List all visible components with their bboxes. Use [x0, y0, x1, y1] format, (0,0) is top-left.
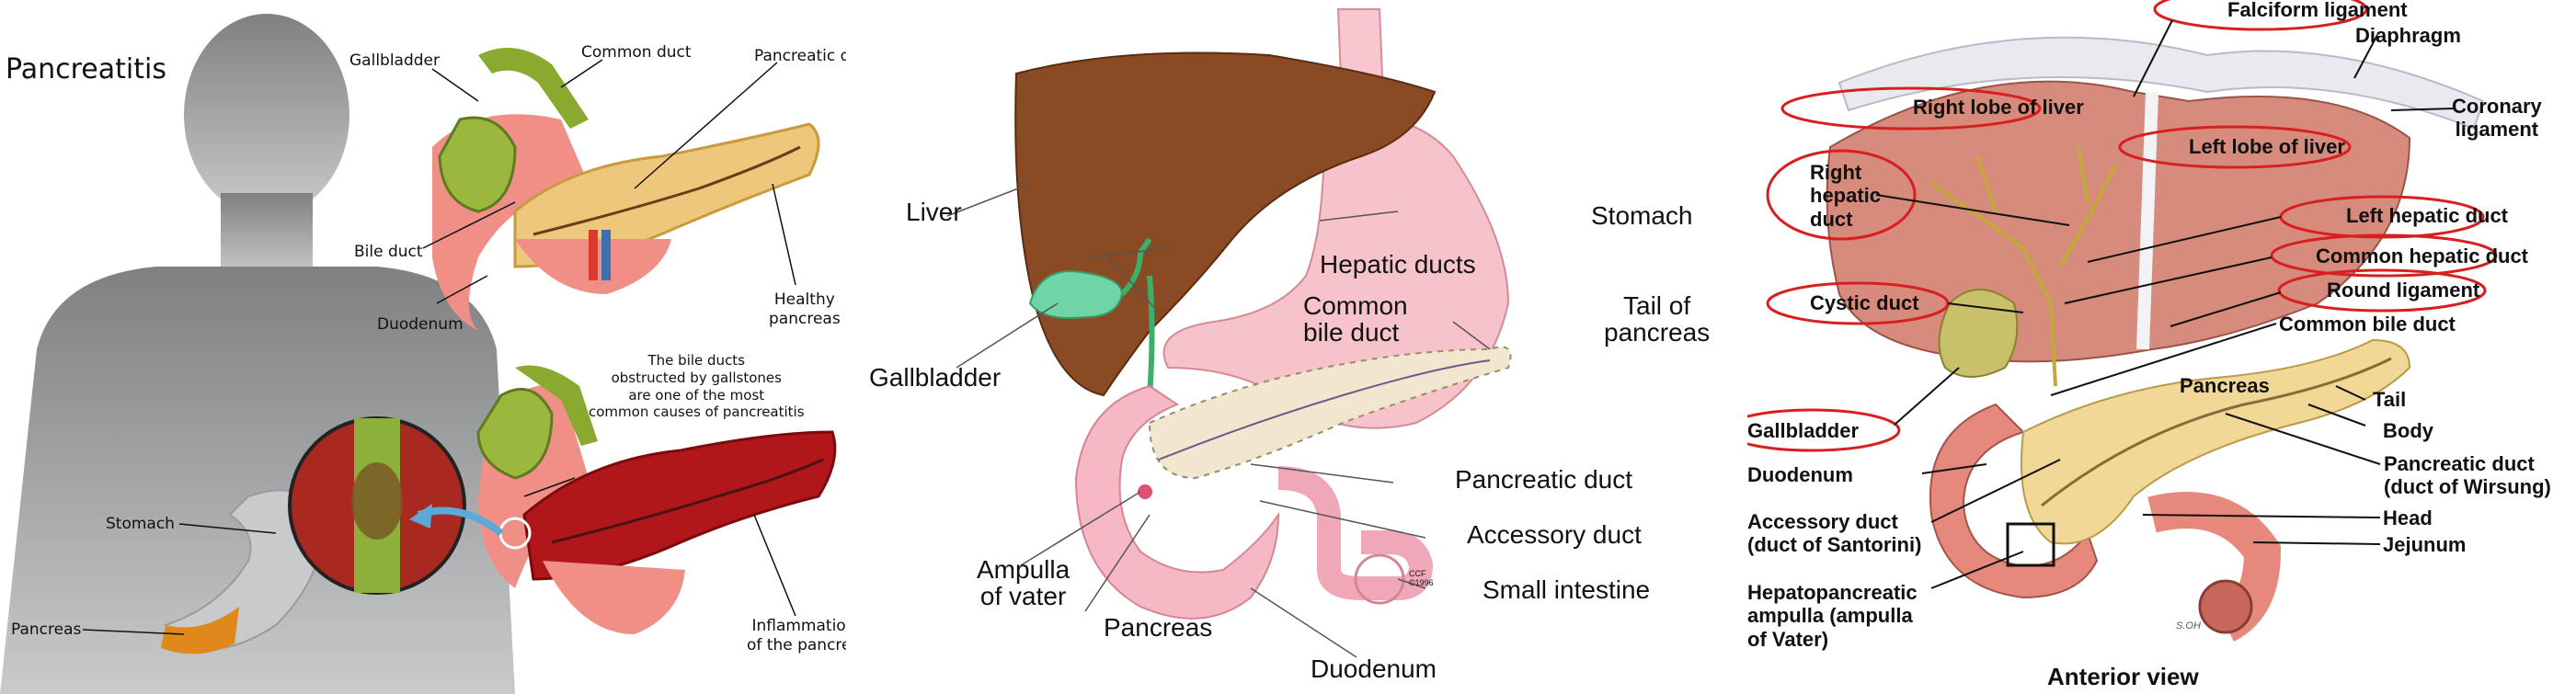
label-accessory-duct: Accessory duct (duct of Santorini) [1747, 510, 1922, 557]
label-common-bile-duct: Common bile duct [1303, 291, 1408, 347]
copyright-mark: CCF ©1996 [1409, 569, 1434, 587]
label-gallbladder: Gallbladder [869, 363, 1002, 392]
label-jejunum: Jejunum [2383, 533, 2467, 556]
label-left-lobe-of-liver: Left lobe of liver [2189, 135, 2345, 158]
magnified-gallstone-inset [288, 416, 532, 595]
label-gallbladder: Gallbladder [349, 51, 440, 70]
label-duodenum: Duodenum [1311, 654, 1437, 683]
small-intestine [1277, 466, 1434, 600]
label-bile-duct: Bile duct [354, 243, 423, 261]
label-accessory-duct: Accessory duct [1467, 520, 1642, 549]
biliary-tree [1929, 146, 2117, 387]
pancreatitis-artwork [0, 14, 837, 694]
anatomy-artwork [946, 8, 1512, 658]
label-small-intestine: Small intestine [1483, 575, 1651, 604]
panel2-leader-lines [946, 183, 1491, 658]
duodenum [1074, 384, 1280, 620]
label-hepatic-ducts: Hepatic ducts [1320, 250, 1476, 279]
label-cystic-duct: Cystic duct [1810, 291, 1919, 314]
panel3-leader-lines [1875, 19, 2456, 589]
label-common-hepatic-duct: Common hepatic duct [2316, 245, 2529, 267]
label-right-lobe-of-liver: Right lobe of liver [1913, 96, 2084, 119]
label-diaphragm: Diaphragm [2355, 24, 2461, 47]
label-inflammation: Inflammation of the pancrea [747, 617, 846, 655]
label-right-hepatic-duct: Right hepatic duct [1810, 161, 1882, 231]
label-healthy-pancreas: Healthy pancreas [769, 290, 841, 329]
label-pancreas: Pancreas [11, 620, 82, 639]
label-falciform-ligament: Falciform ligament [2227, 0, 2408, 21]
label-liver: Liver [906, 198, 962, 226]
ampulla-box [2006, 522, 2055, 567]
label-head: Head [2383, 506, 2433, 529]
page-title: Pancreatitis [6, 53, 166, 85]
label-tail-of-pancreas: Tail of pancreas [1604, 291, 1711, 347]
pancreas [2021, 338, 2411, 545]
label-coronary-ligament: Coronary ligament [2452, 95, 2542, 142]
highlight-ovals [1747, 0, 2498, 452]
label-round-ligament: Round ligament [2327, 279, 2480, 301]
pancreas [1148, 346, 1512, 480]
label-stomach: Stomach [1591, 201, 1693, 230]
label-pancreatic-duct: Pancreatic duct [1455, 465, 1632, 494]
gallbladder [1938, 289, 2019, 378]
inflamed-organs [476, 365, 837, 634]
pancreatitis-illustration: Pancreatitis Gallbladder Common duct Pan… [0, 0, 846, 694]
label-ampulla-of-vater: Ampulla of vater [977, 555, 1070, 611]
label-common-bile-duct: Common bile duct [2279, 313, 2456, 336]
view-caption: Anterior view [2047, 663, 2199, 690]
healthy-organs [432, 48, 820, 332]
label-tail: Tail [2373, 388, 2407, 411]
falciform-ligament [2136, 91, 2158, 350]
label-gallbladder: Gallbladder [1747, 419, 1860, 442]
liver [1014, 51, 1437, 397]
diaphragm [1838, 36, 2485, 131]
label-pancreas: Pancreas [1104, 613, 1213, 642]
label-duodenum: Duodenum [377, 315, 464, 334]
panel1-leader-lines [82, 59, 796, 635]
label-left-hepatic-duct: Left hepatic duct [2346, 204, 2509, 227]
label-stomach: Stomach [106, 515, 175, 533]
ampulla [1138, 484, 1152, 499]
anterior-view-artwork [1747, 0, 2498, 642]
label-body: Body [2383, 419, 2433, 442]
label-hepatopancreatic-ampulla: Hepatopancreatic ampulla (ampulla of Vat… [1747, 581, 1918, 651]
label-duodenum: Duodenum [1747, 463, 1853, 486]
caption-gallstones: The bile ducts obstructed by gallstones … [589, 352, 805, 421]
anterior-view-diagram: Falciform ligament Diaphragm Coronary li… [1747, 0, 2576, 694]
label-common-duct: Common duct [581, 43, 692, 62]
artist-signature: S.OH [2176, 620, 2201, 631]
label-pancreatic-duct: Pancreatic duct (duct of Wirsung) [2384, 452, 2551, 499]
digestive-anatomy-diagram: Liver Hepatic ducts Common bile duct Sto… [846, 0, 1747, 694]
label-pancreatic-duct: Pancreatic du [754, 47, 846, 65]
label-pancreas: Pancreas [2180, 374, 2270, 397]
